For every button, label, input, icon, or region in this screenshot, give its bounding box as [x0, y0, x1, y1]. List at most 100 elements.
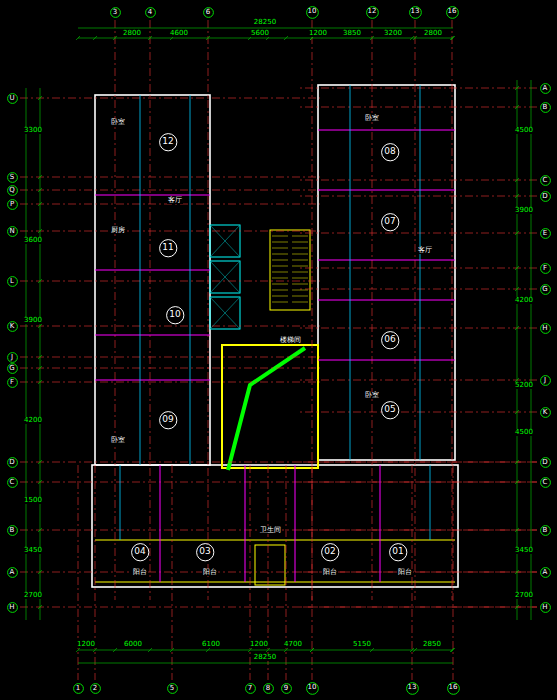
bubble-circle — [131, 543, 148, 560]
axis-bubble: K — [540, 407, 551, 418]
bubble-circle — [73, 683, 83, 693]
axis-label: 2 — [93, 685, 97, 692]
unit-number: 03 — [196, 543, 214, 561]
dimension-text: 4500 — [514, 429, 534, 436]
bubble-circle — [7, 567, 17, 577]
axis-label: D — [9, 459, 14, 466]
axis-label: 8 — [266, 685, 270, 692]
bubble-circle — [281, 683, 291, 693]
bubble-circle — [7, 602, 17, 612]
unit-number: 06 — [381, 331, 399, 349]
axis-bubble: C — [7, 477, 18, 488]
unit-number: 11 — [159, 239, 177, 257]
bubble-circle — [166, 306, 183, 323]
bubble-circle — [540, 83, 550, 93]
room-name: 厨房 — [110, 227, 126, 234]
bubble-circle — [159, 239, 176, 256]
axis-label: K — [10, 323, 15, 330]
dimension-text: 3300 — [23, 127, 43, 134]
unit-label: 06 — [384, 335, 395, 344]
bubble-circle — [540, 525, 550, 535]
dimension-text: 3450 — [23, 547, 43, 554]
bubble-circle — [381, 143, 398, 160]
axis-bubble: A — [540, 567, 551, 578]
unit-number: 05 — [381, 401, 399, 419]
axis-label: 6 — [206, 9, 210, 16]
dimension-text: 5200 — [514, 382, 534, 389]
dimension-text: 1500 — [23, 497, 43, 504]
axis-bubble: H — [540, 323, 551, 334]
axis-label: 13 — [411, 8, 420, 15]
bubble-circle — [7, 276, 17, 286]
bubble-circle — [540, 457, 550, 467]
bubble-circle — [7, 93, 17, 103]
axis-label: P — [10, 201, 14, 208]
dimension-text: 3200 — [383, 30, 403, 37]
axis-bubble: 7 — [245, 683, 256, 694]
dimension-text: 1200 — [308, 30, 328, 37]
axis-bubble: A — [540, 83, 551, 94]
axis-label: 16 — [449, 684, 458, 691]
axis-label: 16 — [448, 8, 457, 15]
dimension-text: 2700 — [23, 592, 43, 599]
axis-bubble: H — [540, 602, 551, 613]
axis-label: 5 — [170, 685, 174, 692]
bubble-circle — [540, 323, 550, 333]
unit-label: 03 — [199, 547, 210, 556]
bubble-circle — [7, 457, 17, 467]
bubble-circle — [540, 407, 550, 417]
bubble-circle — [245, 683, 255, 693]
axis-label: G — [9, 365, 14, 372]
bubble-circle — [540, 375, 550, 385]
axis-label: A — [543, 569, 548, 576]
unit-label: 05 — [384, 405, 395, 414]
bubble-circle — [7, 477, 17, 487]
bubble-circle — [540, 477, 550, 487]
bubble-circle — [540, 175, 550, 185]
unit-number: 04 — [131, 543, 149, 561]
unit-number: 02 — [321, 543, 339, 561]
unit-label: 11 — [162, 243, 173, 252]
axis-label: 10 — [308, 684, 317, 691]
dimension-text: 4200 — [514, 297, 534, 304]
room-name: 卧室 — [364, 115, 380, 122]
axis-bubble: S — [7, 172, 18, 183]
room-name: 阳台 — [202, 569, 218, 576]
axis-bubble: D — [540, 191, 551, 202]
dimension-text: 3450 — [514, 547, 534, 554]
bubble-circle — [381, 213, 398, 230]
bubble-circle — [406, 682, 418, 694]
bubble-circle — [7, 185, 17, 195]
axis-label: S — [10, 174, 14, 181]
axis-bubble: F — [7, 377, 18, 388]
axis-bubble: 6 — [203, 7, 214, 18]
axis-label: F — [10, 379, 14, 386]
unit-number: 01 — [389, 543, 407, 561]
axis-label: B — [543, 104, 548, 111]
bubble-circle — [447, 682, 459, 694]
dimension-text: 5150 — [352, 641, 372, 648]
bubble-circle — [306, 682, 318, 694]
bubble-circle — [145, 7, 155, 17]
axis-bubble: D — [7, 457, 18, 468]
axis-label: 10 — [308, 8, 317, 15]
dimension-text: 1200 — [76, 641, 96, 648]
dimension-text: 3900 — [514, 207, 534, 214]
unit-label: 10 — [169, 310, 180, 319]
axis-bubble: 8 — [263, 683, 274, 694]
dimension-text: 3600 — [23, 237, 43, 244]
bubble-circle — [7, 321, 17, 331]
bubble-circle — [321, 543, 338, 560]
bubble-circle — [540, 102, 550, 112]
unit-label: 09 — [162, 415, 173, 424]
axis-bubble: 2 — [90, 683, 101, 694]
axis-label: K — [543, 409, 548, 416]
axis-bubble: 3 — [110, 7, 121, 18]
unit-label: 08 — [384, 147, 395, 156]
axis-bubble: B — [540, 102, 551, 113]
axis-label: E — [543, 230, 547, 237]
dimension-text: 4500 — [514, 127, 534, 134]
unit-label: 02 — [324, 547, 335, 556]
unit-number: 10 — [166, 306, 184, 324]
unit-number: 09 — [159, 411, 177, 429]
